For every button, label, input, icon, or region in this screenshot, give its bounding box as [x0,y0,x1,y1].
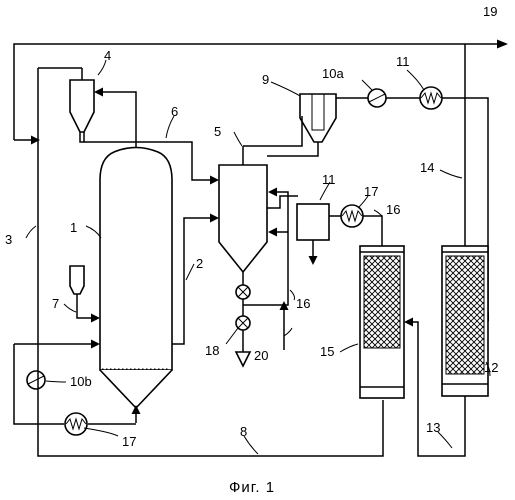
figure-caption: Фиг. 1 [229,479,275,496]
label-1: 1 [70,220,77,235]
heat-exchanger-17-bottom [64,412,88,436]
label-17-top: 17 [364,184,378,199]
label-6: 6 [171,104,178,119]
label-13: 13 [426,420,440,435]
label-8: 8 [240,424,247,439]
label-19: 19 [483,4,497,19]
leader-lines [25,59,491,455]
line-6 [84,141,219,185]
separator-5-outlet [234,272,289,368]
arrow-reactor-bottom-inlet [131,405,141,414]
label-9: 9 [262,72,269,87]
label-16-left: 16 [296,296,310,311]
reactor-1 [99,146,173,410]
label-10a: 10a [322,66,344,81]
cooler-11 [296,203,330,265]
line-20 [279,301,289,350]
recycle-loop-bottom [13,339,136,425]
column-12 [441,245,489,397]
separator-5 [218,122,303,274]
label-7: 7 [52,296,59,311]
label-18: 18 [205,343,219,358]
line-8 [37,345,384,457]
labels: 1 2 3 4 5 6 7 8 9 10a 10b 11 11 12 13 14… [5,4,498,496]
line-16-left [268,187,289,288]
heat-exchanger-17-top [340,204,364,228]
cyclone-9 [267,93,337,157]
line-riser-to-cyclone-4 [98,91,137,155]
line-3-left-return [37,67,70,345]
line-2 [172,213,219,345]
arrow-into-cyclone-4 [94,87,103,97]
label-14: 14 [420,160,434,175]
line-19-product-outlet [13,39,508,145]
label-5: 5 [214,124,221,139]
label-4: 4 [104,48,111,63]
column-15 [359,245,405,399]
arrow-into-reactor-side [91,339,100,349]
label-16-right: 16 [386,202,400,217]
hopper-7 [69,265,100,323]
heat-exchanger-11-top [419,86,443,110]
label-11-top: 11 [396,54,410,69]
compressor-10a [367,88,387,108]
label-3: 3 [5,232,12,247]
line-separator-to-cooler-11 [267,195,298,209]
label-11-cooler: 11 [322,172,336,187]
label-17-bottom: 17 [122,434,136,449]
label-15: 15 [320,344,334,359]
label-10b: 10b [70,374,92,389]
compressor-10b [26,370,46,390]
cyclone-4 [69,67,95,143]
label-2: 2 [196,256,203,271]
label-12: 12 [484,360,498,375]
line-13 [404,317,466,457]
label-20: 20 [254,348,268,363]
